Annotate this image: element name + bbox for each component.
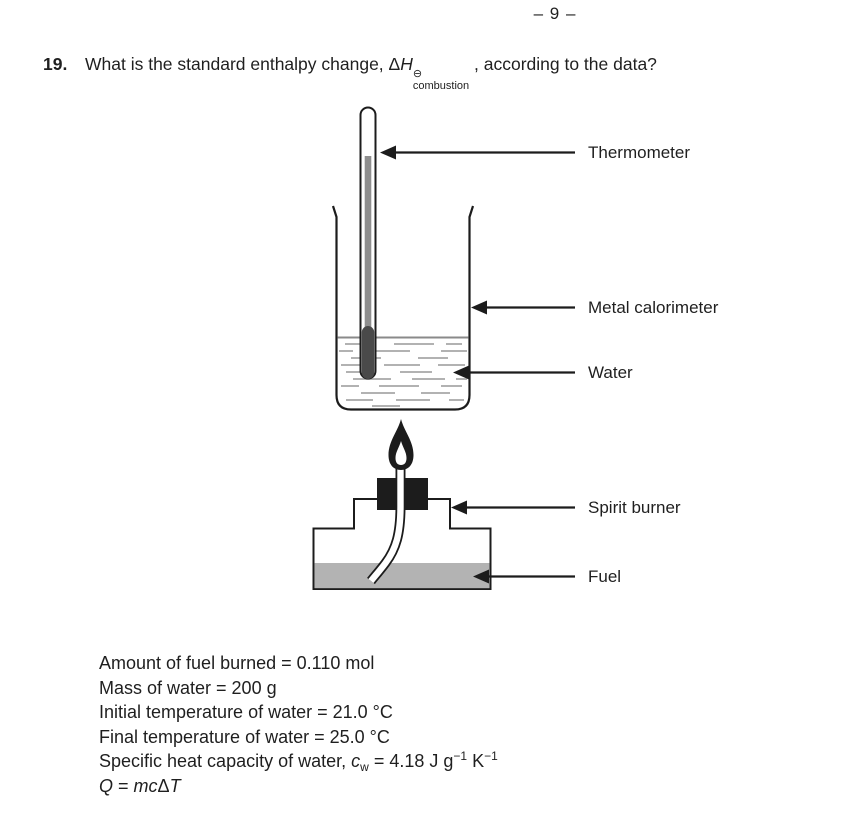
wick-core	[368, 464, 404, 583]
formula-t: T	[169, 775, 181, 796]
standard-state-symbol: ⊖	[412, 68, 423, 80]
shc-exponent-k: −1	[484, 749, 498, 763]
question: 19. What is the standard enthalpy change,…	[43, 54, 833, 92]
label-thermometer: Thermometer	[588, 143, 691, 162]
arrow-thermometer	[380, 145, 575, 160]
shc-subscript: w	[360, 760, 369, 774]
arrow-burner	[451, 500, 575, 515]
formula-mc: mc	[133, 775, 158, 796]
delta-symbol: Δ	[388, 54, 401, 74]
arrow-calorimeter	[471, 300, 575, 315]
data-line-final-temp: Final temperature of water = 25.0 °C	[99, 726, 390, 747]
enthalpy-supsub: ⊖combustion	[412, 68, 470, 92]
formula-q: Q	[99, 775, 114, 796]
flame-inner	[395, 441, 407, 465]
data-line-amount: Amount of fuel burned = 0.110 mol	[99, 653, 375, 673]
formula-delta: Δ	[157, 775, 170, 796]
water-dashes	[339, 343, 467, 407]
shc-value: = 4.18 J g	[368, 751, 454, 771]
arrow-water	[453, 365, 575, 380]
label-spirit-burner: Spirit burner	[588, 498, 681, 517]
mercury-column	[364, 156, 372, 336]
thermometer-bulb	[361, 326, 375, 379]
enthalpy-symbol: H	[400, 54, 413, 74]
page-number: – 9 –	[533, 4, 577, 23]
formula-equals: =	[113, 775, 134, 796]
arrow-fuel	[473, 569, 575, 584]
data-line-initial-temp: Initial temperature of water = 21.0 °C	[99, 702, 393, 722]
question-text-before: What is the standard enthalpy change,	[85, 54, 389, 74]
data-section: Amount of fuel burned = 0.110 mol Mass o…	[99, 651, 498, 798]
shc-symbol: c	[351, 751, 361, 771]
shc-kelvin: K	[467, 751, 485, 771]
label-water: Water	[588, 363, 633, 382]
calorimeter-beaker	[331, 205, 475, 411]
data-line-mass: Mass of water = 200 g	[99, 677, 277, 698]
shc-prefix: Specific heat capacity of water,	[99, 751, 352, 771]
question-text-after: , according to the data?	[469, 54, 657, 74]
data-line-specific-heat: Specific heat capacity of water, cw = 4.…	[99, 749, 498, 774]
combustion-subscript: combustion	[412, 79, 470, 92]
label-metal-calorimeter: Metal calorimeter	[588, 298, 719, 317]
label-fuel: Fuel	[588, 567, 622, 586]
data-line-formula: Q = mcΔT	[99, 774, 498, 799]
shc-exponent-g: −1	[453, 749, 468, 763]
fuel-liquid	[314, 563, 490, 589]
question-number: 19.	[43, 54, 68, 74]
